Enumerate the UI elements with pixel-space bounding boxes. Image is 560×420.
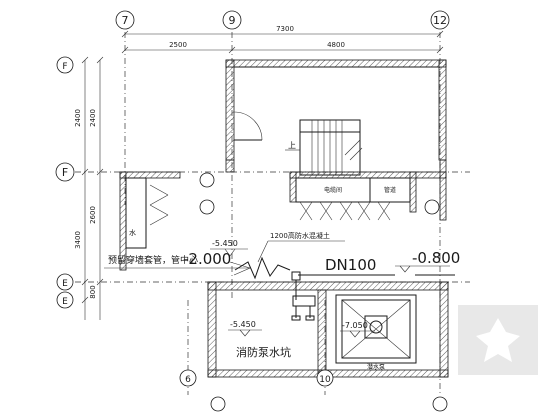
dim-left-inner-top: 2400 (89, 109, 97, 127)
water-label: 水 (129, 228, 136, 237)
dim-left-bottom: 800 (89, 285, 97, 298)
dim-left-inner-mid: 2600 (89, 206, 97, 224)
axis-bubble-e2: E (56, 291, 74, 309)
axis-bubble-e: E (56, 273, 74, 291)
cable-well-label: 管道 (384, 186, 396, 194)
axis-label-9: 9 (229, 14, 236, 27)
dn100-pipe: DN100 -0.800 (291, 249, 460, 281)
fire-pit-label: 消防泵水坑 (236, 345, 291, 359)
corridor-walls (119, 159, 447, 271)
casing-level-text: -2.000 (183, 250, 231, 268)
pit-pipes (291, 280, 316, 321)
dim-right: 4800 (327, 41, 345, 49)
axis-label-e2: E (62, 297, 68, 307)
concrete-note: 1200高防水混凝土 (257, 231, 345, 263)
axis-label-e: E (62, 279, 68, 289)
pipe-level-text: -0.800 (412, 249, 460, 267)
axis-grid-lines (75, 32, 470, 395)
level-left-text: -5.450 (212, 239, 238, 248)
concrete-note-text: 1200高防水混凝土 (270, 231, 330, 240)
axis-bubble-6: 6 (179, 369, 197, 387)
axis-bubble-bottom-right (432, 396, 448, 412)
axis-bubble-f-top: F (56, 56, 74, 74)
axis-label-10: 10 (319, 375, 331, 385)
pipe-well-label: 电缆间 (324, 186, 342, 194)
dim-left-outer-mid: 3400 (74, 231, 82, 249)
upper-room-walls (225, 59, 447, 173)
level-left: -5.450 (210, 239, 248, 257)
mid-axis-markers (199, 172, 440, 215)
door-upper (233, 111, 263, 141)
dim-left: 2500 (169, 41, 187, 49)
dim-total: 7300 (276, 25, 294, 33)
stair: 上 (285, 119, 363, 176)
sump-pump-label: 潜水泵 (367, 363, 385, 371)
stair-up-label: 上 (288, 141, 296, 150)
sump-pit: 潜水泵 (335, 294, 417, 371)
pit-level-left: -5.450 (230, 320, 256, 329)
left-dimensions: 2400 2400 3400 2600 800 (74, 56, 104, 320)
casing-note-text: 预留穿墙套管，管中心 (108, 254, 198, 266)
axis-label-12: 12 (433, 14, 447, 27)
water-room: 水 (125, 177, 169, 249)
axis-label-6: 6 (185, 375, 191, 385)
axis-bubble-9: 9 (222, 10, 242, 30)
axis-label-f: F (62, 166, 68, 179)
casing-note: 预留穿墙套管，管中心 -2.000 (104, 250, 251, 276)
axis-bubble-f: F (55, 162, 75, 182)
axis-label-left-top: F (62, 62, 67, 72)
dim-left-outer-top: 2400 (74, 109, 82, 127)
pit-level-right: -7.050 (342, 321, 368, 330)
break-line (234, 256, 291, 280)
axis-bubble-7: 7 (115, 10, 135, 30)
top-dimensions: 7300 2500 4800 (121, 25, 444, 54)
pipe-dn-text: DN100 (325, 256, 376, 274)
shafts: 电缆间 管道 (295, 177, 411, 221)
axis-bubble-12: 12 (430, 10, 450, 30)
axis-bubble-10: 10 (316, 369, 334, 387)
axis-bubble-bottom-left (210, 396, 226, 412)
axis-label-7: 7 (122, 14, 129, 27)
watermark-logo (458, 305, 538, 375)
pit-levels: -5.450 -7.050 (228, 320, 375, 338)
